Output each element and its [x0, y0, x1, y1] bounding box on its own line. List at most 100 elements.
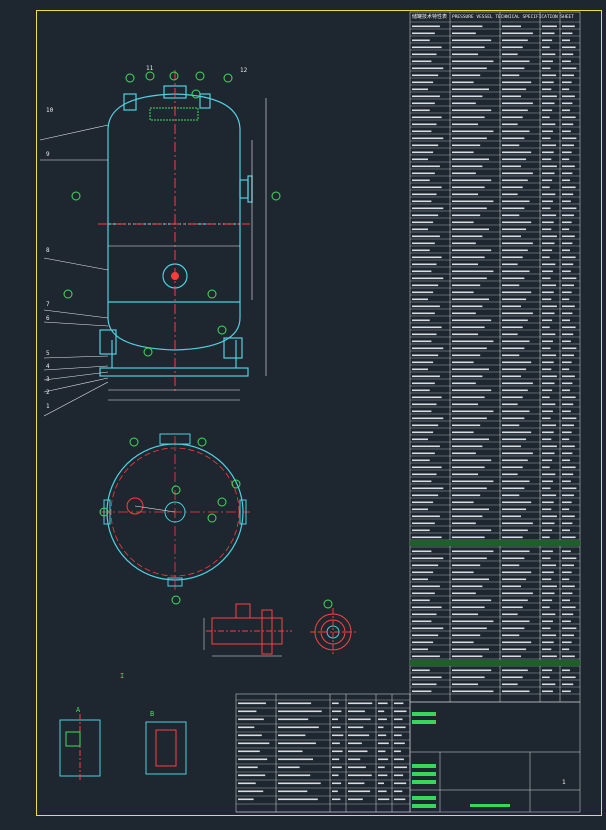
- illegible-text-mark: [412, 410, 432, 413]
- illegible-text-mark: [412, 564, 439, 567]
- illegible-text-mark: [238, 782, 256, 785]
- illegible-text-mark: [542, 305, 557, 308]
- illegible-text-mark: [238, 774, 266, 777]
- illegible-text-mark: [412, 95, 440, 98]
- illegible-text-mark: [412, 165, 440, 168]
- illegible-text-mark: [412, 578, 428, 581]
- illegible-text-mark: [542, 298, 552, 301]
- illegible-text-mark: [542, 550, 553, 553]
- illegible-text-mark: [348, 774, 372, 777]
- spec-table-rows: [410, 21, 580, 695]
- illegible-text-mark: [452, 445, 483, 448]
- illegible-text-mark: [412, 158, 428, 161]
- illegible-text-mark: [412, 193, 437, 196]
- illegible-text-mark: [332, 782, 342, 785]
- illegible-text-mark: [412, 25, 440, 28]
- top-head: [107, 93, 241, 131]
- illegible-text-mark: [412, 389, 430, 392]
- illegible-text-mark: [502, 508, 527, 511]
- illegible-text-mark: [412, 249, 430, 252]
- illegible-text-mark: [452, 249, 492, 252]
- illegible-text-mark: [332, 774, 339, 777]
- illegible-text-mark: [238, 710, 257, 713]
- illegible-text-mark: [562, 158, 570, 161]
- illegible-text-mark: [348, 750, 368, 753]
- illegible-text-mark: [452, 326, 485, 329]
- illegible-text-mark: [452, 613, 478, 616]
- illegible-text-mark: [412, 305, 440, 308]
- illegible-text-mark: [452, 564, 481, 567]
- illegible-text-mark: [452, 438, 489, 441]
- illegible-text-mark: [452, 473, 478, 476]
- balloon-4: 4: [46, 363, 50, 370]
- illegible-text-mark: [502, 179, 528, 182]
- illegible-text-mark: [562, 648, 570, 651]
- illegible-text-mark: [502, 207, 525, 210]
- illegible-text-mark: [562, 284, 574, 287]
- illegible-text-mark: [348, 710, 365, 713]
- illegible-text-mark: [412, 417, 444, 420]
- illegible-text-mark: [562, 410, 571, 413]
- illegible-text-mark: [452, 102, 476, 105]
- illegible-text-mark: [562, 340, 571, 343]
- illegible-text-mark: [502, 564, 520, 567]
- illegible-text-mark: [412, 284, 439, 287]
- illegible-text-mark: [502, 592, 533, 595]
- illegible-text-mark: [332, 742, 340, 745]
- illegible-text-mark: [502, 445, 521, 448]
- illegible-text-mark: [542, 683, 556, 686]
- illegible-text-mark: [542, 648, 552, 651]
- illegible-text-mark: [562, 564, 574, 567]
- illegible-text-mark: [348, 734, 370, 737]
- illegible-text-mark: [412, 459, 430, 462]
- illegible-text-mark: [542, 641, 554, 644]
- illegible-text-mark: [562, 298, 570, 301]
- illegible-text-mark: [562, 536, 576, 539]
- illegible-text-mark: [562, 634, 574, 637]
- illegible-text-mark: [278, 766, 300, 769]
- illegible-text-mark: [562, 200, 571, 203]
- illegible-text-mark: [412, 88, 428, 91]
- illegible-text-mark: [562, 690, 571, 693]
- illegible-text-mark: [452, 137, 487, 140]
- illegible-text-mark: [452, 172, 476, 175]
- illegible-text-mark: [542, 165, 557, 168]
- illegible-text-mark: [502, 410, 530, 413]
- illegible-text-mark: [412, 291, 434, 294]
- illegible-text-mark: [452, 641, 474, 644]
- illegible-text-mark: [502, 74, 520, 77]
- illegible-text-mark: [452, 130, 494, 133]
- illegible-text-mark: [502, 599, 528, 602]
- illegible-text-mark: [412, 452, 435, 455]
- illegible-text-mark: [412, 508, 428, 511]
- illegible-text-mark: [502, 529, 528, 532]
- illegible-text-mark: [562, 368, 570, 371]
- illegible-text-mark: [562, 676, 576, 679]
- illegible-text-mark: [412, 347, 444, 350]
- illegible-text-mark: [412, 529, 430, 532]
- illegible-text-mark: [452, 95, 483, 98]
- illegible-text-mark: [412, 361, 434, 364]
- illegible-text-mark: [412, 207, 444, 210]
- illegible-text-mark: [542, 123, 556, 126]
- illegible-text-mark: [562, 550, 571, 553]
- illegible-text-mark: [378, 718, 387, 721]
- illegible-text-mark: [394, 766, 407, 769]
- illegible-text-mark: [502, 676, 523, 679]
- illegible-text-mark: [412, 627, 444, 630]
- illegible-text-mark: [542, 501, 554, 504]
- illegible-text-mark: [452, 67, 487, 70]
- illegible-text-mark: [452, 144, 481, 147]
- illegible-text-mark: [562, 326, 576, 329]
- illegible-text-mark: [452, 39, 492, 42]
- illegible-text-mark: [542, 151, 554, 154]
- illegible-text-mark: [562, 263, 574, 266]
- illegible-text-mark: [562, 375, 575, 378]
- illegible-text-mark: [502, 165, 521, 168]
- illegible-text-mark: [452, 690, 494, 693]
- illegible-text-mark: [238, 734, 262, 737]
- vessel-elevation: [99, 85, 253, 377]
- illegible-text-mark: [502, 459, 528, 462]
- section-bar-detail: [410, 660, 580, 666]
